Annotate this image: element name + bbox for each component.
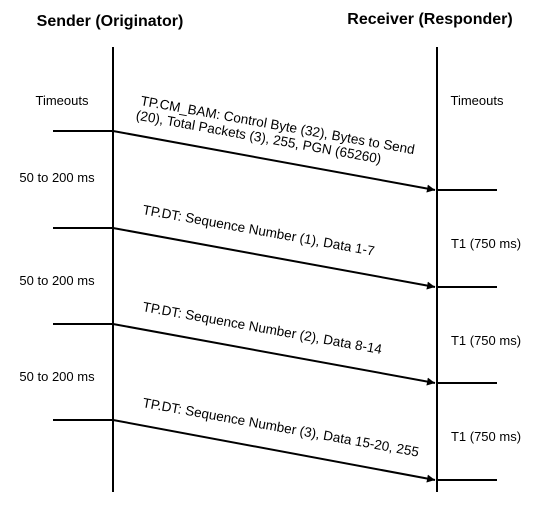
message-3-line-1: TP.DT: Sequence Number (2), Data 8-14 [141, 299, 383, 357]
sender-header: Sender (Originator) [37, 13, 184, 30]
message-label-3: TP.DT: Sequence Number (2), Data 8-14 [141, 299, 383, 357]
message-4-line-1: TP.DT: Sequence Number (3), Data 15-20, … [141, 395, 420, 459]
message-label-4: TP.DT: Sequence Number (3), Data 15-20, … [141, 395, 420, 459]
t1-label-3: T1 (750 ms) [451, 429, 521, 444]
t1-label-1: T1 (750 ms) [451, 236, 521, 251]
t1-label-2: T1 (750 ms) [451, 333, 521, 348]
message-arrow-2 [112, 227, 436, 290]
message-arrow-1 [112, 130, 436, 193]
interval-label-1: 50 to 200 ms [19, 170, 95, 185]
message-2-line-1: TP.DT: Sequence Number (1), Data 1-7 [141, 202, 375, 258]
receiver-header: Receiver (Responder) [347, 11, 512, 28]
message-arrow-3 [112, 323, 436, 386]
message-arrow-4 [112, 419, 436, 483]
message-label-2: TP.DT: Sequence Number (1), Data 1-7 [141, 202, 375, 258]
receiver-timeouts-label: Timeouts [451, 93, 504, 108]
interval-label-3: 50 to 200 ms [19, 369, 95, 384]
interval-label-2: 50 to 200 ms [19, 273, 95, 288]
sender-timeouts-label: Timeouts [36, 93, 89, 108]
